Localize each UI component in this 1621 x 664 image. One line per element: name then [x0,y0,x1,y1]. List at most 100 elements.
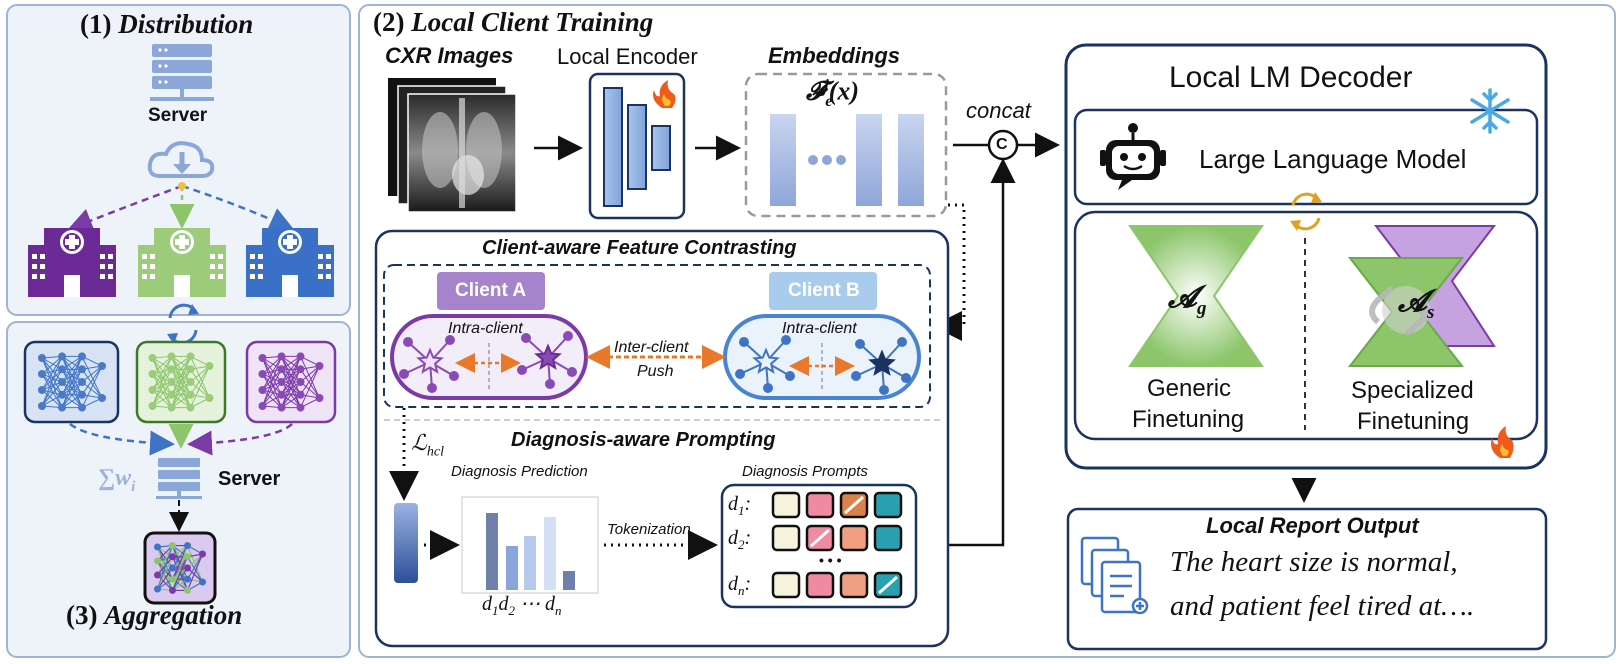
local-training-heading: (2) Local Client Training [373,9,653,36]
cluster-node [739,337,749,347]
link-icon [1369,285,1429,337]
generic-adapter [1128,225,1264,367]
prompt-cell [873,524,903,552]
prediction-label: Diagnosis Prediction [451,463,588,480]
global-net-node [199,578,206,586]
snowflake-icon [1470,88,1510,134]
prompt-cell [839,524,869,552]
axis-d2: d [498,593,509,615]
aggregation-num: (3) [66,600,98,630]
aggregation-server-label: Server [218,468,281,490]
star-icon [868,349,896,376]
net-node [148,370,157,378]
fe-symbol: 𝓕 [806,76,826,106]
client-a-label: Client A [455,280,527,301]
prediction-bar [486,513,498,590]
prompt-cell [805,571,835,599]
net-node [167,352,176,361]
prediction-bar [544,517,556,590]
net-node [167,390,176,399]
net-node [186,352,195,361]
net-node [296,403,305,412]
axis-dots: ⋯ [520,593,540,615]
prompting-title: Diagnosis-aware Prompting [511,429,776,451]
net-node [186,378,195,386]
client-b-tag [769,272,877,310]
prompt-cell [805,491,835,519]
net-node [148,354,157,362]
global-net-node [169,542,176,550]
prompt-rown-label: dn: [728,573,752,598]
prompt-row1-label: d1: [728,493,752,518]
contrast-inner-box [383,264,931,408]
server-label: Server [148,105,208,126]
global-net-node [154,585,161,593]
robot-icon [1100,123,1166,190]
concat-symbol: C [996,136,1008,153]
hospital-icon-blue [246,228,334,297]
client-b-label: Client B [788,280,860,301]
net-node [38,386,46,394]
adapter-s: 𝓐s [1398,285,1434,323]
net-node [277,352,286,361]
global-net-node [184,553,191,561]
as-symbol: 𝓐 [1398,285,1427,318]
specialized-line1: Specialized [1351,377,1474,404]
row2-d: d [728,527,738,549]
net-node [277,378,286,386]
global-net-node [199,550,206,558]
prediction-head [394,503,418,583]
cluster-node [445,335,455,345]
prompt-cell [771,524,801,552]
prompt-cell [873,491,903,519]
fire-icon-decoder [1491,426,1514,458]
cluster-node [427,383,437,393]
loss-hcl: ℒhcl [411,432,444,459]
net-node [315,362,324,370]
axis-d2-sub: 2 [508,603,516,618]
distribution-title: Distribution [118,9,254,39]
net-node [258,402,267,410]
client-a-tag [437,272,545,310]
prompts-label: Diagnosis Prompts [742,463,868,480]
cluster-node [851,371,861,381]
net-node [277,390,286,399]
generic-line2: Finetuning [1132,406,1245,433]
global-net-node [184,575,191,583]
net-node [186,403,195,412]
global-net-node [184,564,191,572]
aggregation-server-icon [156,458,202,499]
intra-client-a: Intra-client [448,320,523,337]
net-node [78,378,86,386]
net-node [58,352,66,361]
prompt-cell [771,571,801,599]
intra-client-b: Intra-client [782,320,857,337]
net-node [58,403,66,412]
cxr-images [388,78,517,213]
fe-sub: e [825,92,833,110]
net-node [258,354,267,362]
global-net-node [169,575,176,583]
net-node [296,390,305,399]
net-node [258,370,267,378]
weight-sum-symbol: ∑w [98,465,132,491]
net-node [98,394,106,402]
global-net-node [184,586,191,594]
local-encoder [588,72,686,220]
net-node [148,386,157,394]
net-node [296,365,305,374]
global-net-node [169,586,176,594]
cluster-node [735,369,745,379]
net-node [58,390,66,399]
inter-client-line2: Push [637,363,674,380]
net-node [78,365,86,374]
cluster-node [781,335,791,345]
cluster-node [567,367,577,377]
fe-arg: (x) [828,76,860,106]
decoder-title: Local LM Decoder [1169,61,1413,94]
document-icon [1080,536,1149,615]
cluster-node [449,371,459,381]
prompt-cell [839,571,869,599]
star-icon [752,347,780,374]
distribution-num: (1) [80,9,112,39]
